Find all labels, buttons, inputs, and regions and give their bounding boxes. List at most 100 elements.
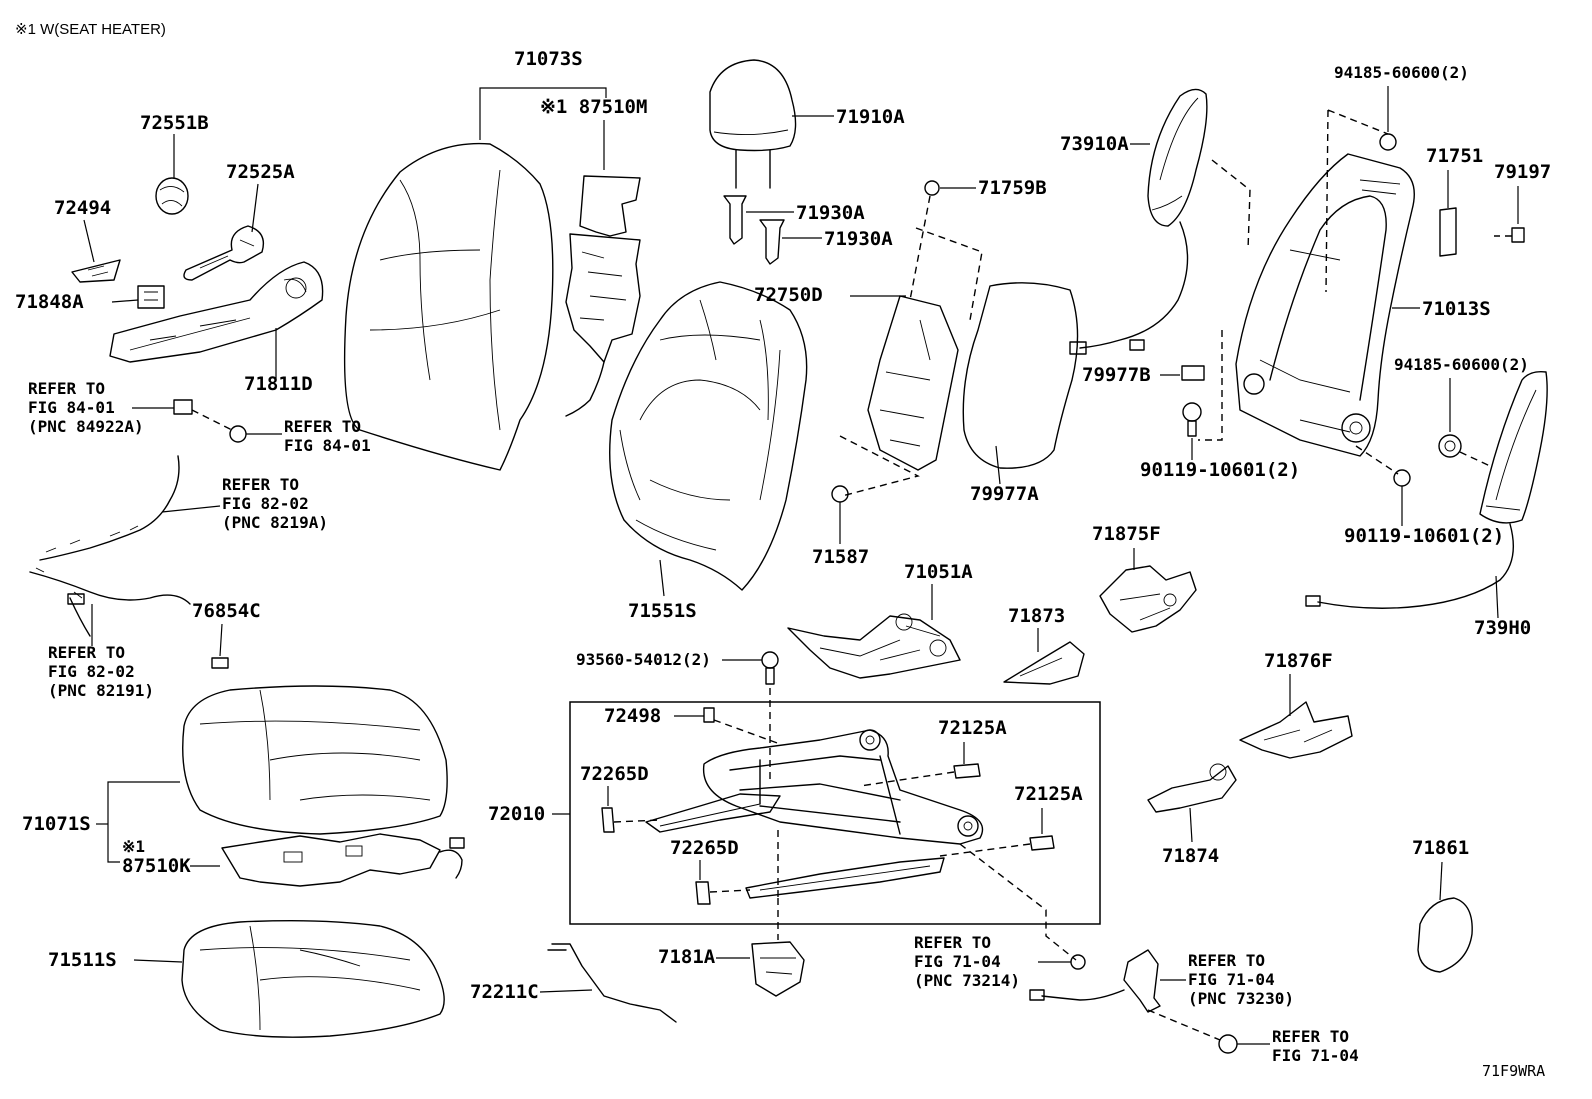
svg-text:94185-60600(2): 94185-60600(2) — [1334, 63, 1469, 82]
svg-text:72551B: 72551B — [140, 112, 209, 134]
part-71073S-seatback-cover[interactable]: 71073S — [343, 48, 607, 471]
svg-text:72494: 72494 — [54, 197, 111, 219]
part-71759B-nut[interactable]: 71759B — [909, 177, 1047, 301]
svg-text:7181A: 7181A — [658, 946, 716, 968]
svg-text:71876F: 71876F — [1264, 650, 1333, 672]
svg-text:71051A: 71051A — [904, 561, 973, 583]
svg-text:REFER TO: REFER TO — [914, 933, 991, 952]
svg-text:FIG 82-02: FIG 82-02 — [48, 662, 135, 681]
part-72010-seat-adjuster[interactable]: 72010 — [488, 701, 1101, 925]
svg-text:71811D: 71811D — [244, 373, 313, 395]
svg-text:79197: 79197 — [1494, 161, 1551, 183]
svg-text:87510K: 87510K — [122, 855, 191, 877]
svg-text:71875F: 71875F — [1092, 523, 1161, 545]
part-71873-cover[interactable]: 71873 — [1003, 605, 1085, 685]
part-87510M-heater[interactable]: ※1 87510M — [540, 96, 647, 417]
part-79977A-pad[interactable]: 79977A — [962, 282, 1079, 505]
svg-text:71848A: 71848A — [15, 291, 84, 313]
part-73910A-side-airbag[interactable]: 73910A — [1060, 88, 1208, 355]
part-72125A-cover-1[interactable]: 72125A — [859, 717, 1007, 787]
svg-text:71073S: 71073S — [514, 48, 583, 70]
svg-text:72498: 72498 — [604, 705, 661, 727]
part-71876F-cover[interactable]: 71876F — [1239, 650, 1353, 759]
part-71551S-seatback-pad[interactable]: 71551S — [609, 281, 808, 622]
svg-text:REFER TO: REFER TO — [48, 643, 125, 662]
svg-text:71013S: 71013S — [1422, 298, 1491, 320]
part-72265D-cover-1[interactable]: 72265D — [580, 763, 661, 833]
diagram-code: 71F9WRA — [1482, 1062, 1545, 1080]
svg-text:71551S: 71551S — [628, 600, 697, 622]
svg-text:※1: ※1 — [122, 837, 145, 856]
part-71875F-cover[interactable]: 71875F — [1092, 523, 1197, 633]
svg-text:FIG 71-04: FIG 71-04 — [1188, 970, 1275, 989]
part-72750D-bracket[interactable]: 72750D — [754, 227, 983, 497]
nut-refer-71-04[interactable]: REFER TO FIG 71-04 — [1218, 1027, 1359, 1065]
part-76854C-clip[interactable]: 76854C — [192, 600, 261, 669]
part-71071S-cushion-cover[interactable]: 71071S — [22, 685, 448, 863]
svg-text:71930A: 71930A — [796, 202, 865, 224]
part-71848A-clip[interactable]: 71848A — [15, 285, 165, 313]
part-72494-trim[interactable]: 72494 — [54, 197, 121, 283]
svg-text:71511S: 71511S — [48, 949, 117, 971]
part-90119-bolt-2[interactable]: 90119-10601(2) — [1344, 445, 1504, 547]
part-79977B-clip[interactable]: 79977B — [1082, 330, 1223, 441]
harness-refer-82-02[interactable]: REFER TO FIG 82-02 (PNC 8219A) REFER TO … — [29, 455, 328, 700]
svg-text:72265D: 72265D — [580, 763, 649, 785]
part-7181A-bracket[interactable]: 7181A — [658, 898, 805, 997]
bolt-refer-71-04-pnc-73214[interactable]: REFER TO FIG 71-04 (PNC 73214) — [914, 933, 1086, 990]
svg-text:REFER TO: REFER TO — [28, 379, 105, 398]
svg-text:72125A: 72125A — [938, 717, 1007, 739]
svg-text:FIG 71-04: FIG 71-04 — [1272, 1046, 1359, 1065]
part-71587-grommet[interactable]: 71587 — [812, 485, 869, 568]
part-71930A-support-2[interactable]: 71930A — [759, 219, 893, 265]
part-72551B-cap[interactable]: 72551B — [140, 112, 209, 215]
svg-text:REFER TO: REFER TO — [222, 475, 299, 494]
svg-text:(PNC 84922A): (PNC 84922A) — [28, 417, 144, 436]
part-72211C-rod[interactable]: 72211C — [470, 943, 677, 1023]
svg-text:79977A: 79977A — [970, 483, 1039, 505]
svg-text:REFER TO: REFER TO — [1272, 1027, 1349, 1046]
svg-text:90119-10601(2): 90119-10601(2) — [1140, 459, 1300, 481]
svg-text:79977B: 79977B — [1082, 364, 1151, 386]
svg-text:93560-54012(2): 93560-54012(2) — [576, 650, 711, 669]
svg-text:71759B: 71759B — [978, 177, 1047, 199]
svg-text:72211C: 72211C — [470, 981, 539, 1003]
svg-text:FIG 84-01: FIG 84-01 — [28, 398, 115, 417]
svg-text:71861: 71861 — [1412, 837, 1469, 859]
svg-text:72750D: 72750D — [754, 284, 823, 306]
part-739H0-airbag[interactable]: 739H0 — [1305, 370, 1548, 639]
part-71811D-side-shield[interactable]: 71811D — [109, 261, 324, 395]
svg-text:REFER TO: REFER TO — [284, 417, 361, 436]
svg-text:(PNC 73214): (PNC 73214) — [914, 971, 1020, 990]
part-72125A-cover-2[interactable]: 72125A — [939, 783, 1083, 857]
part-71861-cap[interactable]: 71861 — [1412, 837, 1473, 973]
part-72498-clip[interactable]: 72498 — [604, 705, 781, 745]
part-94185-nut-2[interactable]: 94185-60600(2) — [1394, 355, 1529, 467]
svg-text:71071S: 71071S — [22, 813, 91, 835]
part-71013S-seatback-frame[interactable]: 71013S — [1235, 153, 1491, 457]
part-71751-guide[interactable]: 71751 — [1426, 145, 1483, 257]
part-71910A-headrest[interactable]: 71910A — [709, 59, 905, 189]
part-94185-nut-1[interactable]: 94185-60600(2) — [1325, 63, 1469, 293]
part-71051A-harness-bracket[interactable]: 71051A — [787, 561, 973, 679]
part-93560-bolt[interactable]: 93560-54012(2) — [576, 650, 779, 780]
part-71511S-cushion-pad[interactable]: 71511S — [48, 919, 445, 1038]
part-87510K-cushion-heater[interactable]: ※1 87510K — [122, 833, 465, 887]
svg-text:(PNC 8219A): (PNC 8219A) — [222, 513, 328, 532]
part-79197-screw[interactable]: 79197 — [1494, 161, 1551, 243]
svg-text:71874: 71874 — [1162, 845, 1219, 867]
svg-text:REFER TO: REFER TO — [1188, 951, 1265, 970]
connector-refer-84-01[interactable]: REFER TO FIG 84-01 (PNC 84922A) REFER TO… — [28, 379, 371, 455]
part-90119-bolt-1[interactable]: 90119-10601(2) — [1140, 402, 1300, 481]
part-72265D-cover-2[interactable]: 72265D — [670, 837, 751, 905]
svg-text:72265D: 72265D — [670, 837, 739, 859]
part-72525A-handle[interactable]: 72525A — [183, 161, 295, 281]
part-71874-link[interactable]: 71874 — [1147, 763, 1237, 867]
seatbelt-buckle-refer-71-04[interactable]: REFER TO FIG 71-04 (PNC 73230) — [1029, 949, 1294, 1013]
part-71930A-support-1[interactable]: 71930A — [723, 195, 865, 245]
svg-text:71587: 71587 — [812, 546, 869, 568]
seat-heater-note: ※1 W(SEAT HEATER) — [15, 21, 166, 38]
svg-text:(PNC 82191): (PNC 82191) — [48, 681, 154, 700]
svg-text:72525A: 72525A — [226, 161, 295, 183]
